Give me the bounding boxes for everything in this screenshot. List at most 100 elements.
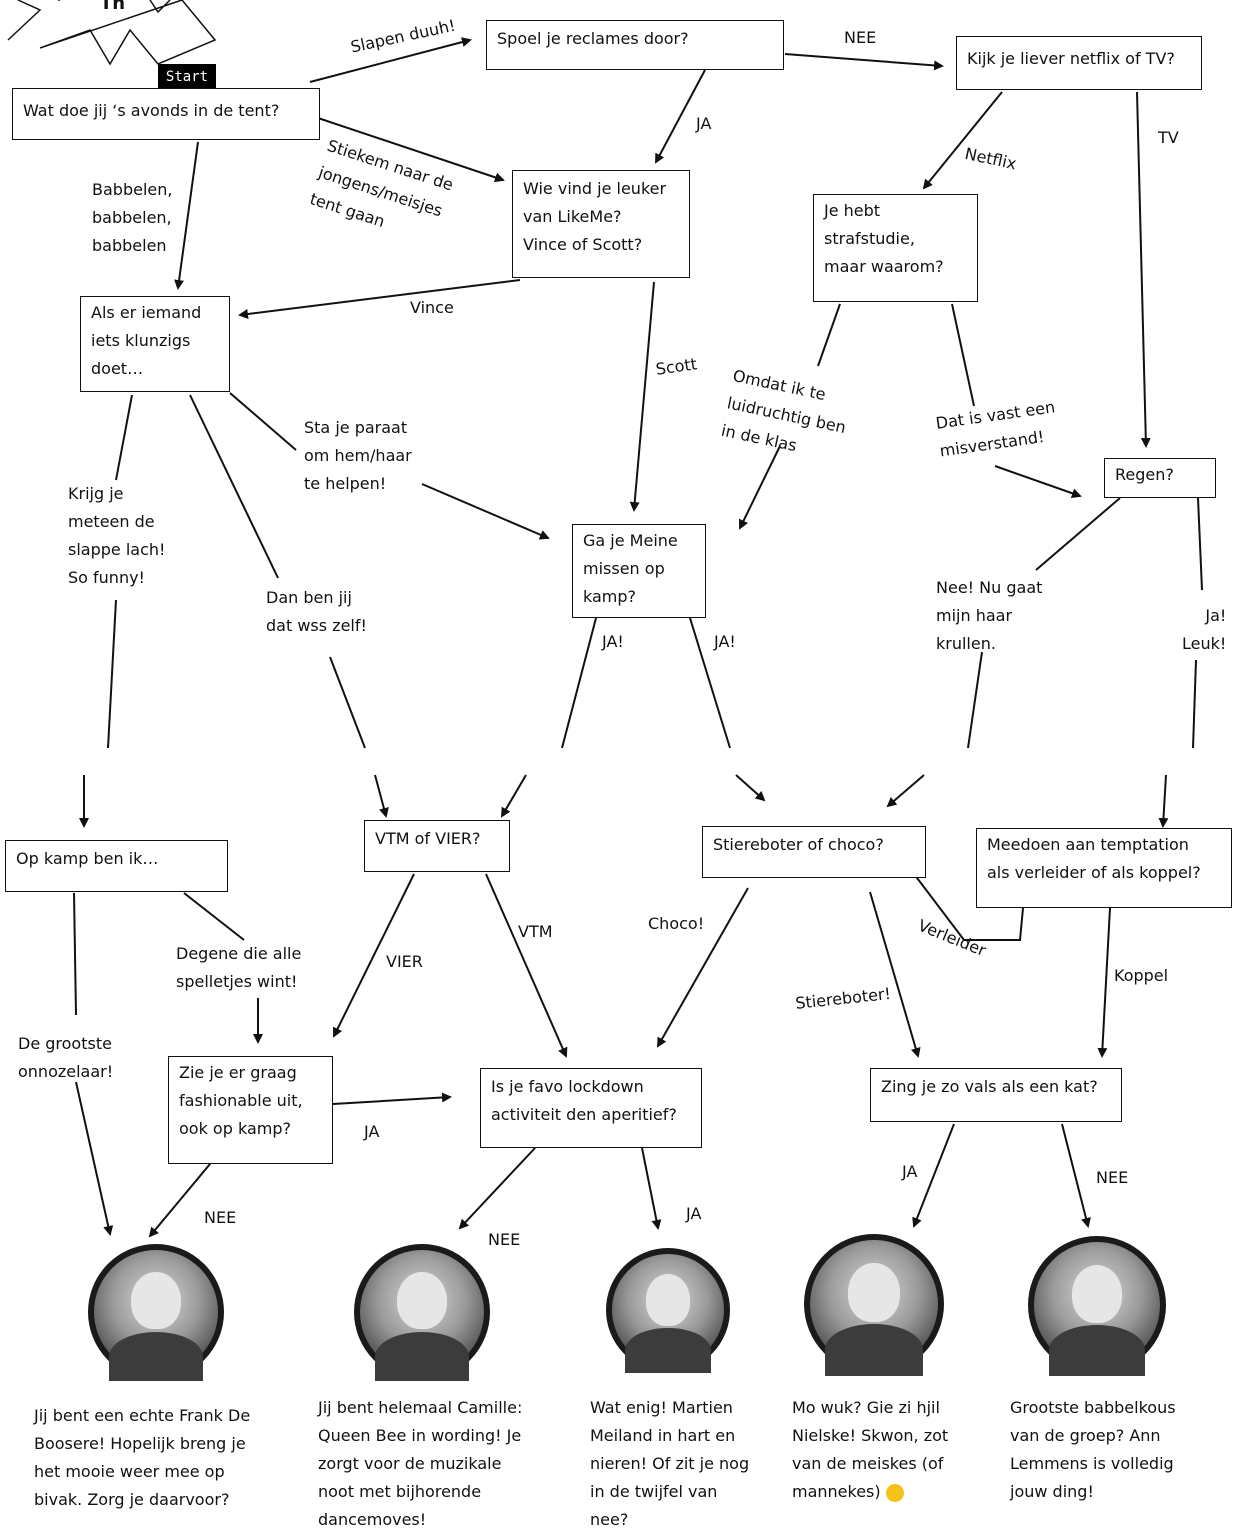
question-netflix-tv: Kijk je liever netflix of TV? [956,36,1202,90]
edge-omdat-top [817,303,841,367]
label-scott: Scott [654,354,699,379]
edge-krullen [967,651,983,749]
label-ja-meine-1: JA! [602,632,624,651]
edge-koppel [1097,907,1111,1058]
label-koppel: Koppel [1114,966,1169,985]
label-krullen: Nee! Nu gaat mijn haar krullen. [936,578,1043,653]
edge-stiereboter [869,891,921,1058]
edge-ja-reclames [655,69,706,164]
question-opkamp: Op kamp ben ik… [5,840,228,892]
result-frank-text: Jij bent een echte Frank De Boosere! Hop… [34,1406,251,1509]
avatar-frank [88,1244,224,1382]
edge-paraat-bottom [421,483,550,540]
edge-slapen [309,37,472,83]
edge-down-stiereboter [735,774,766,802]
question-temptation: Meedoen aan temptation als verleider of … [976,828,1232,908]
question-fashionable: Zie je er graag fashionable uit, ook op … [168,1056,333,1164]
edge-zelf-bottom [329,656,366,749]
label-grootste-onnozelaar: De grootste onnozelaar! [18,1034,114,1081]
edge-slappe-lach-bottom [107,599,117,749]
label-nee-reclames: NEE [844,28,877,47]
edge-grootste-bottom [75,1081,114,1236]
start-badge: Start [158,64,216,90]
label-nee-aperitief: NEE [488,1230,521,1249]
label-leuk: Ja! Leuk! [1182,606,1227,653]
question-meine: Ga je Meine missen op kamp? [572,524,706,618]
edge-down-temptation [1158,774,1169,828]
edge-nee-vals [1061,1123,1091,1228]
question-regen: Regen? [1104,458,1216,498]
edge-ja-fashion [332,1092,452,1105]
result-martien-text: Wat enig! Martien Meiland in hart en nie… [590,1398,750,1529]
question-stiereboter: Stiereboter of choco? [702,826,926,878]
label-vtm: VTM [518,922,553,941]
edge-nee-fashion [148,1163,211,1238]
result-camille-text: Jij bent helemaal Camille: Queen Bee in … [318,1398,523,1529]
edge-down-stiereboter-2 [886,774,925,808]
label-vince: Vince [410,298,454,317]
edge-alle-spelletjes [183,892,245,941]
edge-ja-aperitief [641,1147,662,1230]
label-babbelen: Babbelen, babbelen, babbelen [92,180,173,255]
edge-misverstand-bottom [994,465,1082,499]
avatar-ann [1028,1236,1166,1376]
smiley-icon [885,1483,904,1502]
result-ann-text: Grootste babbelkous van de groep? Ann Le… [1010,1398,1176,1501]
edge-vier [333,873,415,1038]
edge-tv [1136,91,1151,448]
edge-grootste [73,892,77,1016]
question-vals: Zing je zo vals als een kat? [870,1068,1122,1122]
label-vier: VIER [386,952,423,971]
question-aperitief: Is je favo lockdown activiteit den aperi… [480,1068,702,1148]
edge-nee-reclames [784,53,944,71]
label-ja-aperitief: JA [686,1204,702,1223]
edge-zelf-top [189,394,279,579]
avatar-martien [606,1248,730,1373]
edge-netflix [922,91,1003,190]
result-niels-text: Mo wuk? Gie zi hjil Nielske! Skwon, zot … [792,1394,948,1506]
result-niels-label: Mo wuk? Gie zi hjil Nielske! Skwon, zot … [792,1398,949,1501]
edge-down-vtm-2 [500,774,527,818]
label-ja-reclames: JA [696,114,712,133]
avatar-niels [804,1234,944,1376]
label-paraat: Sta je paraat om hem/haar te helpen! [304,418,412,493]
question-avonds: Wat doe jij ‘s avonds in de tent? [12,88,320,140]
edge-ja-meine-1 [561,617,597,749]
avatar-camille [354,1244,490,1382]
label-ja-fashion: JA [364,1122,380,1141]
edge-verleider [906,864,1024,941]
label-choco: Choco! [648,914,705,933]
edge-choco [657,887,749,1048]
label-ja-vals: JA [902,1162,918,1181]
edge-leuk-top [1197,497,1203,591]
question-vtm-vier: VTM of VIER? [364,820,510,872]
edge-stiekem [317,117,505,183]
edge-slappe-lach-top [115,394,133,481]
burst-shape [7,0,217,66]
burst-label: Th [100,0,126,14]
edge-omdat-bottom [739,445,781,530]
edge-vince [238,279,521,319]
label-tv: TV [1158,128,1179,147]
label-nee-fashion: NEE [204,1208,237,1227]
edge-down-vtm-1 [374,774,389,818]
edge-regen-to-krullen [1035,497,1121,571]
edge-paraat-top [229,392,297,451]
label-slappe-lach: Krijg je meteen de slappe lach! So funny… [68,484,166,587]
label-nee-vals: NEE [1096,1168,1129,1187]
edge-ja-vals [912,1123,955,1228]
question-likeme: Wie vind je leuker van LikeMe? Vince of … [512,170,690,278]
question-reclames: Spoel je reclames door? [486,20,784,70]
label-ja-meine-2: JA! [714,632,736,651]
label-zelf: Dan ben jij dat wss zelf! [266,588,367,635]
label-alle-spelletjes: Degene die alle spelletjes wint! [176,944,302,991]
question-klunzig: Als er iemand iets klunzigs doet… [80,296,230,392]
edge-scott [629,281,655,512]
edge-leuk-bottom [1192,659,1197,749]
edge-nee-aperitief [458,1147,536,1230]
edge-ja-meine-2 [689,617,731,749]
edge-vtm [485,873,568,1058]
question-strafstudie: Je hebt strafstudie, maar waarom? [813,194,978,302]
edge-babbelen [174,141,199,290]
